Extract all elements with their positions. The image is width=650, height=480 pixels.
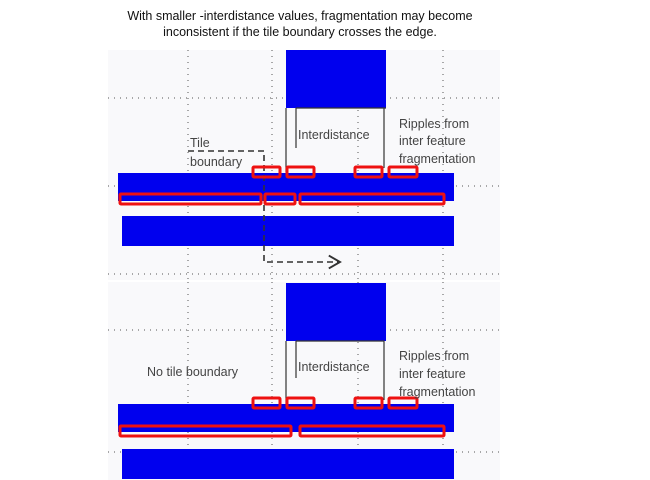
top-interdistance-label: Interdistance <box>298 128 370 142</box>
top-fragment <box>118 192 263 206</box>
top-fragment <box>353 165 384 179</box>
top-panel: Tile boundary Interdistance Ripples from… <box>108 50 500 280</box>
top-lower-horizontal-feature <box>122 216 454 246</box>
top-tile-boundary-line <box>188 150 342 270</box>
bottom-no-tile-boundary-label: No tile boundary <box>147 365 239 379</box>
bottom-fragment <box>285 396 316 410</box>
bottom-fragment <box>298 424 446 438</box>
bottom-interdistance-bracket <box>285 340 385 406</box>
bottom-fragment <box>251 396 282 410</box>
top-ripples-label-1: Ripples from <box>399 117 469 131</box>
top-grid-lines <box>108 50 500 280</box>
top-fragment <box>285 165 316 179</box>
bottom-fragment <box>387 396 419 410</box>
bottom-interdistance-label: Interdistance <box>298 360 370 374</box>
diagram-caption: With smaller -interdistance values, frag… <box>0 8 600 40</box>
bottom-panel: No tile boundary Interdistance Ripples f… <box>108 282 500 480</box>
top-ripples-label-2: inter feature <box>399 134 466 148</box>
top-fragments <box>118 165 446 206</box>
top-fragment <box>263 192 297 206</box>
top-ripples-label-3: fragmentation <box>399 152 475 166</box>
caption-line-1: With smaller -interdistance values, frag… <box>127 9 473 23</box>
bottom-ripples-label-2: inter feature <box>399 367 466 381</box>
bottom-fragment <box>353 396 384 410</box>
top-tile-boundary-label-2: boundary <box>190 155 243 169</box>
top-tile-boundary-label-1: Tile <box>190 136 210 150</box>
bottom-ripples-label-1: Ripples from <box>399 349 469 363</box>
top-fragment <box>387 165 419 179</box>
bottom-vertical-feature <box>286 283 386 341</box>
bottom-fragment <box>118 424 293 438</box>
bottom-lower-horizontal-feature <box>122 449 454 479</box>
top-fragment <box>298 192 446 206</box>
caption-line-2: inconsistent if the tile boundary crosse… <box>163 25 437 39</box>
top-vertical-feature <box>286 50 386 108</box>
bottom-ripples-label-3: fragmentation <box>399 385 475 399</box>
top-interdistance-bracket <box>285 107 386 172</box>
top-fragment <box>251 165 282 179</box>
bottom-fragments <box>118 396 446 438</box>
